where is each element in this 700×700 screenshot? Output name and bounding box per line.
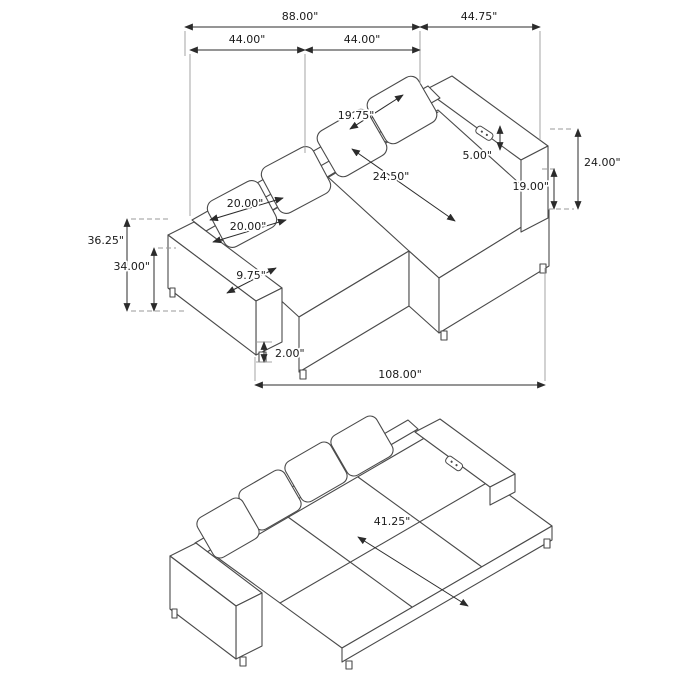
- left-arm-side: [169, 555, 237, 660]
- dim-label-arm-height-left: 34.00": [113, 260, 150, 273]
- dim-line-sleeper-depth: [357, 536, 469, 607]
- dim-label-back-width: 88.00": [282, 10, 319, 23]
- dim-label-seat-right: 44.00": [344, 33, 381, 46]
- top-view-extension-lines: [131, 31, 574, 381]
- pillow: [260, 146, 332, 214]
- dim-label-arm-height-right: 19.00": [512, 180, 549, 193]
- dim-label-console-height: 5.00": [462, 149, 492, 162]
- pillow: [330, 415, 394, 477]
- dim-label-chaise-depth: 44.75": [461, 10, 498, 23]
- leg: [171, 608, 178, 619]
- dim-line-back-pillow: [349, 94, 404, 130]
- dim-label-back-height: 24.00": [584, 156, 621, 169]
- leg: [543, 538, 551, 549]
- pillow: [196, 497, 260, 559]
- dim-label-pillow-height: 20.00": [230, 220, 267, 233]
- dim-label-seat-depth: 24.50": [373, 170, 410, 183]
- bottom-view-dimensions: 41.25": [357, 513, 469, 607]
- leg: [299, 369, 307, 380]
- dim-line-pillow-height: [212, 218, 287, 244]
- right-console-front: [489, 473, 516, 506]
- leg: [258, 351, 267, 363]
- leg: [440, 330, 448, 341]
- chaise-front-face: [438, 209, 550, 334]
- leg: [169, 287, 176, 298]
- dim-label-pillow-width: 20.00": [227, 197, 264, 210]
- dim-line-pillow-width: [209, 196, 284, 222]
- right-console-front: [520, 145, 549, 233]
- dim-label-overall-length: 108.00": [378, 368, 422, 381]
- leg: [539, 263, 547, 274]
- dim-line-seat-depth: [351, 148, 456, 222]
- leg: [239, 656, 247, 667]
- usb-port-icon: [445, 455, 464, 472]
- bottom-view-sofa-outline: [169, 415, 553, 670]
- dim-label-sleeper-depth: 41.25": [374, 515, 411, 528]
- leg: [345, 660, 353, 670]
- usb-port-icon: [475, 125, 494, 141]
- dim-label-arm-width: 9.75": [236, 269, 266, 282]
- top-view-dimensions: 88.00" 44.75" 44.00" 44.00" 19.75" 5.00"…: [86, 8, 622, 389]
- dim-label-leg-height: 2.00": [275, 347, 305, 360]
- dim-label-back-pillow: 19.75": [338, 109, 375, 122]
- dim-label-overall-height: 36.25": [87, 234, 124, 247]
- pillow: [284, 441, 348, 503]
- dim-label-seat-left: 44.00": [229, 33, 266, 46]
- dim-line-arm-width: [226, 267, 277, 294]
